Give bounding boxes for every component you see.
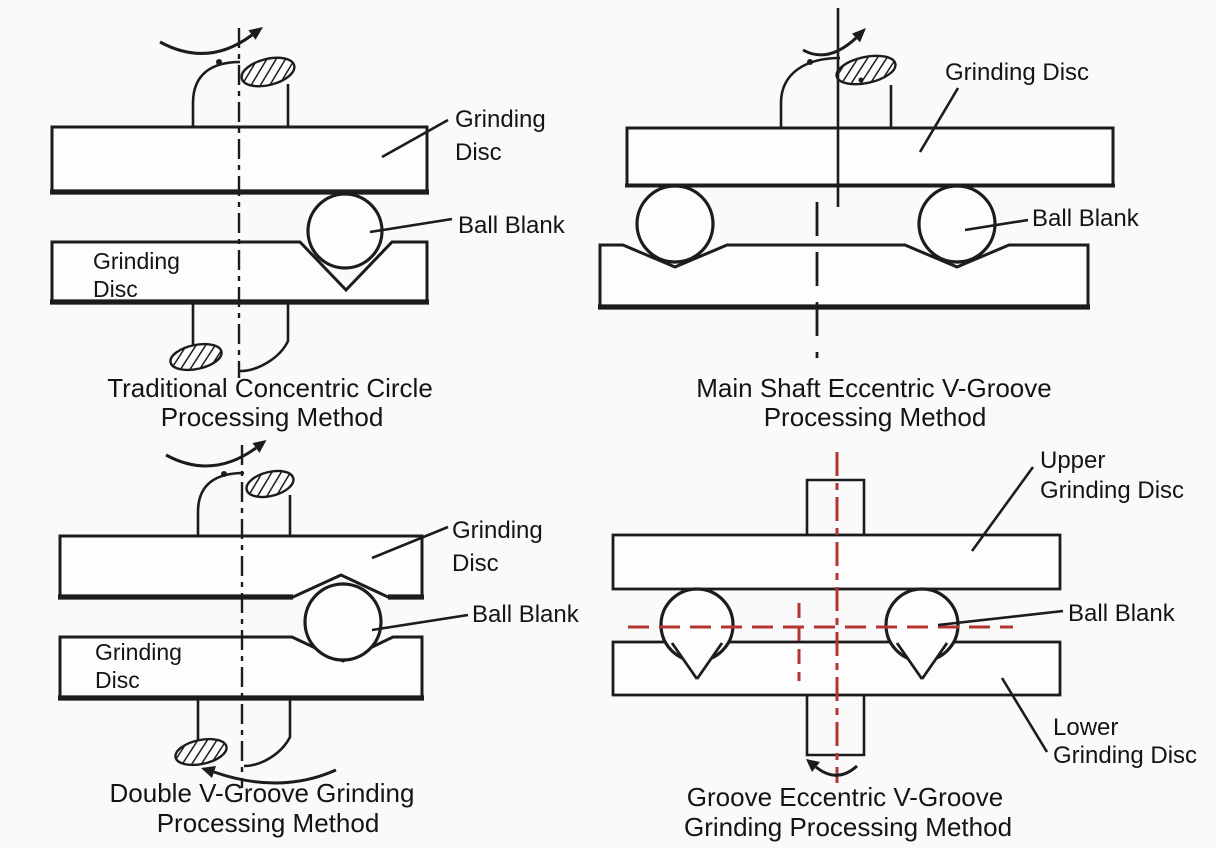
shaft-reference-dot [807, 59, 813, 65]
upper-grinding-disc-shape [625, 126, 1115, 187]
rotation-arrowhead-icon [806, 759, 820, 772]
leader-line [369, 217, 453, 234]
leader-line [371, 613, 469, 632]
ball-blank-label: Ball Blank [472, 601, 580, 628]
leader-line [381, 118, 449, 159]
rotation-arrow-icon [815, 764, 859, 777]
v-groove-edge [670, 642, 699, 680]
drive-shaft-left-edge [191, 60, 241, 127]
shaft-section-hatch-icon [835, 54, 897, 86]
v-groove-edge [895, 642, 924, 680]
rotation-arrowhead-icon [252, 440, 267, 453]
drive-shaft-left-edge [779, 56, 841, 128]
leader-line [937, 609, 1064, 627]
caption-line1: Traditional Concentric Circle [107, 373, 433, 403]
shaft-section-hatch-icon [245, 469, 295, 499]
caption-line2: Processing Method [161, 402, 384, 432]
shaft-section-hatch-icon [169, 342, 223, 372]
grinding-disc-label: Disc [455, 139, 502, 166]
shaft-reference-dot [221, 471, 227, 477]
rotation-arrow-icon [213, 768, 337, 785]
shaft-reference-dot [858, 77, 864, 83]
diagram-traditional: Grinding Disc Ball Blank Grinding Disc T… [50, 27, 566, 432]
v-groove-edge [920, 642, 949, 680]
rotation-arrow-icon [802, 36, 858, 57]
caption-line2: Grinding Processing Method [684, 812, 1012, 842]
upper-shaft-shape [805, 478, 866, 535]
leader-line [371, 525, 449, 560]
rotation-arrowhead-icon [852, 28, 866, 43]
lower-grinding-disc-label: Disc [95, 667, 140, 693]
lower-shaft-right-edge [239, 302, 290, 373]
diagram-groove-eccentric: Upper Grinding Disc Ball Blank Lower Gri… [611, 447, 1197, 842]
grinding-disc-label: Disc [452, 550, 499, 577]
diagram-main-shaft-eccentric: Grinding Disc Ball Blank Main Shaft Ecce… [598, 8, 1140, 432]
caption-line1: Main Shaft Eccentric V-Groove [696, 373, 1051, 403]
rotation-arrowhead-icon [248, 27, 263, 40]
ball-blank-shape [917, 184, 997, 264]
lower-grinding-disc-label: Grinding [93, 248, 180, 274]
shaft-section-hatch-icon [174, 737, 228, 767]
lower-grinding-disc-label: Grinding Disc [1053, 742, 1197, 769]
rotation-arrow-icon [159, 33, 253, 55]
leader-line [1000, 677, 1049, 753]
lower-grinding-disc-label: Disc [93, 276, 138, 302]
v-groove-edge [695, 642, 724, 680]
grinding-disc-label: Grinding Disc [945, 59, 1089, 86]
upper-grinding-disc-label: Upper [1040, 447, 1105, 474]
rotation-arrowhead-icon [201, 766, 216, 778]
leader-line [970, 466, 1035, 552]
shaft-reference-dot [216, 59, 222, 65]
caption-line2: Processing Method [764, 402, 987, 432]
ball-blank-label: Ball Blank [458, 212, 566, 239]
upper-grinding-disc-label: Grinding Disc [1040, 477, 1184, 504]
drive-shaft-left-edge [196, 471, 245, 536]
shaft-section-hatch-icon [240, 56, 296, 88]
v-groove-seat [672, 643, 722, 679]
grinding-disc-label: Grinding [455, 106, 546, 133]
diagram-double-v-groove: Grinding Disc Ball Blank Grinding Disc D… [58, 440, 580, 838]
caption-line1: Groove Eccentric V-Groove [687, 782, 1003, 812]
ball-blank-label: Ball Blank [1068, 600, 1176, 627]
ball-blank-shape [635, 184, 715, 264]
leader-line [918, 87, 960, 153]
leader-line [964, 218, 1029, 232]
ball-blank-shape [303, 582, 383, 662]
caption-line2: Processing Method [157, 808, 380, 838]
lower-shaft-right-edge [243, 698, 292, 768]
grinding-disc-label: Grinding [452, 517, 543, 544]
rotation-arrow-icon [165, 446, 257, 468]
v-groove-seat [897, 643, 947, 679]
caption-line1: Double V-Groove Grinding [110, 778, 415, 808]
ball-blank-label: Ball Blank [1032, 205, 1140, 232]
lower-grinding-disc-label: Grinding [95, 639, 182, 665]
lower-grinding-disc-label: Lower [1053, 714, 1118, 741]
